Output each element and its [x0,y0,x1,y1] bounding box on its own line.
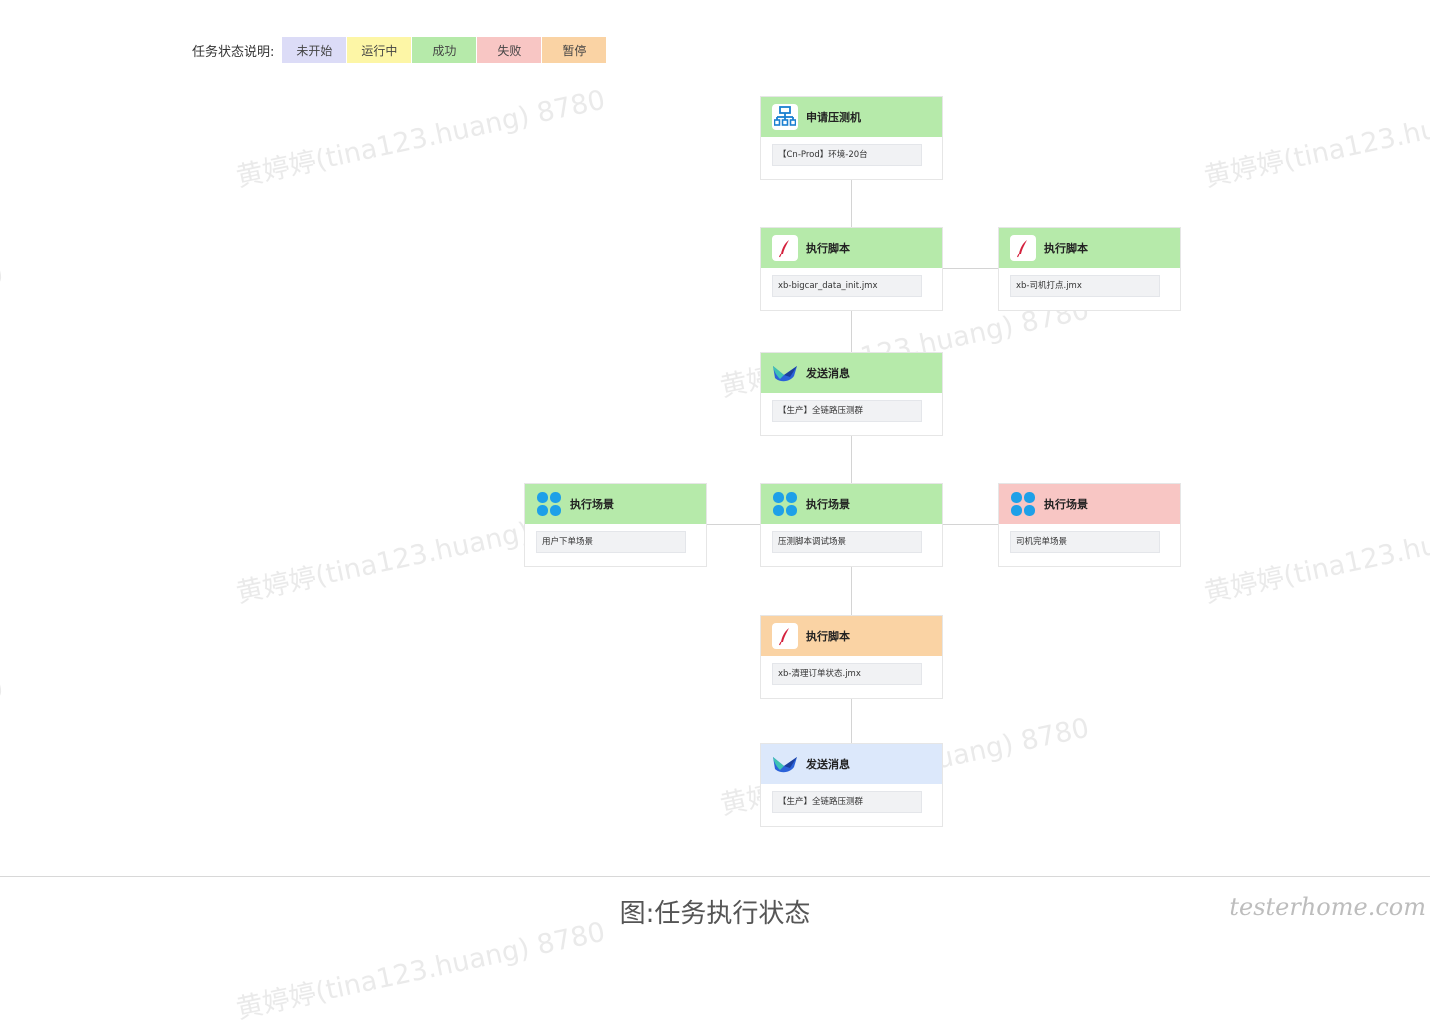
task-node-script-init[interactable]: 执行脚本 xb-bigcar_data_init.jmx [760,227,943,311]
connector [851,311,852,352]
legend-item-success: 成功 [412,37,477,63]
feather-script-icon [1010,235,1036,261]
task-node-scene-user-order[interactable]: 执行场景 用户下单场景 [524,483,707,567]
task-node-scene-driver-complete[interactable]: 执行场景 司机完单场景 [998,483,1181,567]
message-bird-icon [772,751,798,777]
task-node-apply-machines[interactable]: 申请压测机 【Cn-Prod】环境-20台 [760,96,943,180]
legend-item-not-started: 未开始 [282,37,347,63]
connector [943,268,998,269]
node-header: 执行脚本 [761,616,942,656]
node-title: 发送消息 [806,367,850,380]
node-detail-field[interactable]: 【生产】全链路压测群 [772,400,922,422]
node-header: 发送消息 [761,744,942,784]
site-watermark: testerhome.com [1229,893,1426,921]
node-header: 执行场景 [999,484,1180,524]
node-header: 执行场景 [761,484,942,524]
legend-item-failed: 失败 [477,37,542,63]
node-header: 执行场景 [525,484,706,524]
node-title: 执行场景 [806,498,850,511]
figure-caption: 图:任务执行状态 [619,899,811,929]
node-header: 执行脚本 [761,228,942,268]
node-header: 申请压测机 [761,97,942,137]
watermark: 黄婷婷(tina123.huang) 8780 [1201,501,1430,610]
node-header: 执行脚本 [999,228,1180,268]
node-header: 发送消息 [761,353,942,393]
status-legend: 任务状态说明: 未开始 运行中 成功 失败 暂停 [192,36,607,64]
node-detail-field[interactable]: 用户下单场景 [536,531,686,553]
legend-item-paused: 暂停 [542,37,607,63]
node-title: 发送消息 [806,758,850,771]
node-title: 执行脚本 [806,630,850,643]
task-node-script-driver[interactable]: 执行脚本 xb-司机打点.jmx [998,227,1181,311]
task-node-send-message-final[interactable]: 发送消息 【生产】全链路压测群 [760,743,943,827]
legend-item-running: 运行中 [347,37,412,63]
message-bird-icon [772,360,798,386]
task-node-scene-debug[interactable]: 执行场景 压测脚本调试场景 [760,483,943,567]
connector [851,180,852,228]
server-network-icon [772,104,798,130]
node-title: 申请压测机 [806,111,861,124]
watermark: 黄婷婷(tina123.huang) 8780 [233,84,608,194]
connector [707,524,761,525]
feather-script-icon [772,623,798,649]
clover-scene-icon [536,491,562,517]
node-detail-field[interactable]: 【Cn-Prod】环境-20台 [772,144,922,166]
clover-scene-icon [1010,491,1036,517]
watermark: 黄婷婷(tina123.huang) 8780 [0,672,6,782]
node-detail-field[interactable]: 司机完单场景 [1010,531,1160,553]
task-node-send-message[interactable]: 发送消息 【生产】全链路压测群 [760,352,943,436]
node-title: 执行场景 [570,498,614,511]
node-detail-field[interactable]: xb-司机打点.jmx [1010,275,1160,297]
node-title: 执行脚本 [806,242,850,255]
watermark: 黄婷婷(tina123.huang) 8780 [1201,85,1430,194]
clover-scene-icon [772,491,798,517]
node-title: 执行脚本 [1044,242,1088,255]
node-detail-field[interactable]: 【生产】全链路压测群 [772,791,922,813]
watermark: 黄婷婷(tina123.huang) 8780 [0,258,6,368]
legend-title: 任务状态说明: [192,44,275,60]
node-detail-field[interactable]: xb-清理订单状态.jmx [772,663,922,685]
node-title: 执行场景 [1044,498,1088,511]
feather-script-icon [772,235,798,261]
node-detail-field[interactable]: 压测脚本调试场景 [772,531,922,553]
connector [943,524,998,525]
connector [851,436,852,484]
node-detail-field[interactable]: xb-bigcar_data_init.jmx [772,275,922,297]
connector [851,699,852,743]
connector [851,567,852,615]
task-node-script-cleanup[interactable]: 执行脚本 xb-清理订单状态.jmx [760,615,943,699]
caption-divider [0,876,1430,877]
